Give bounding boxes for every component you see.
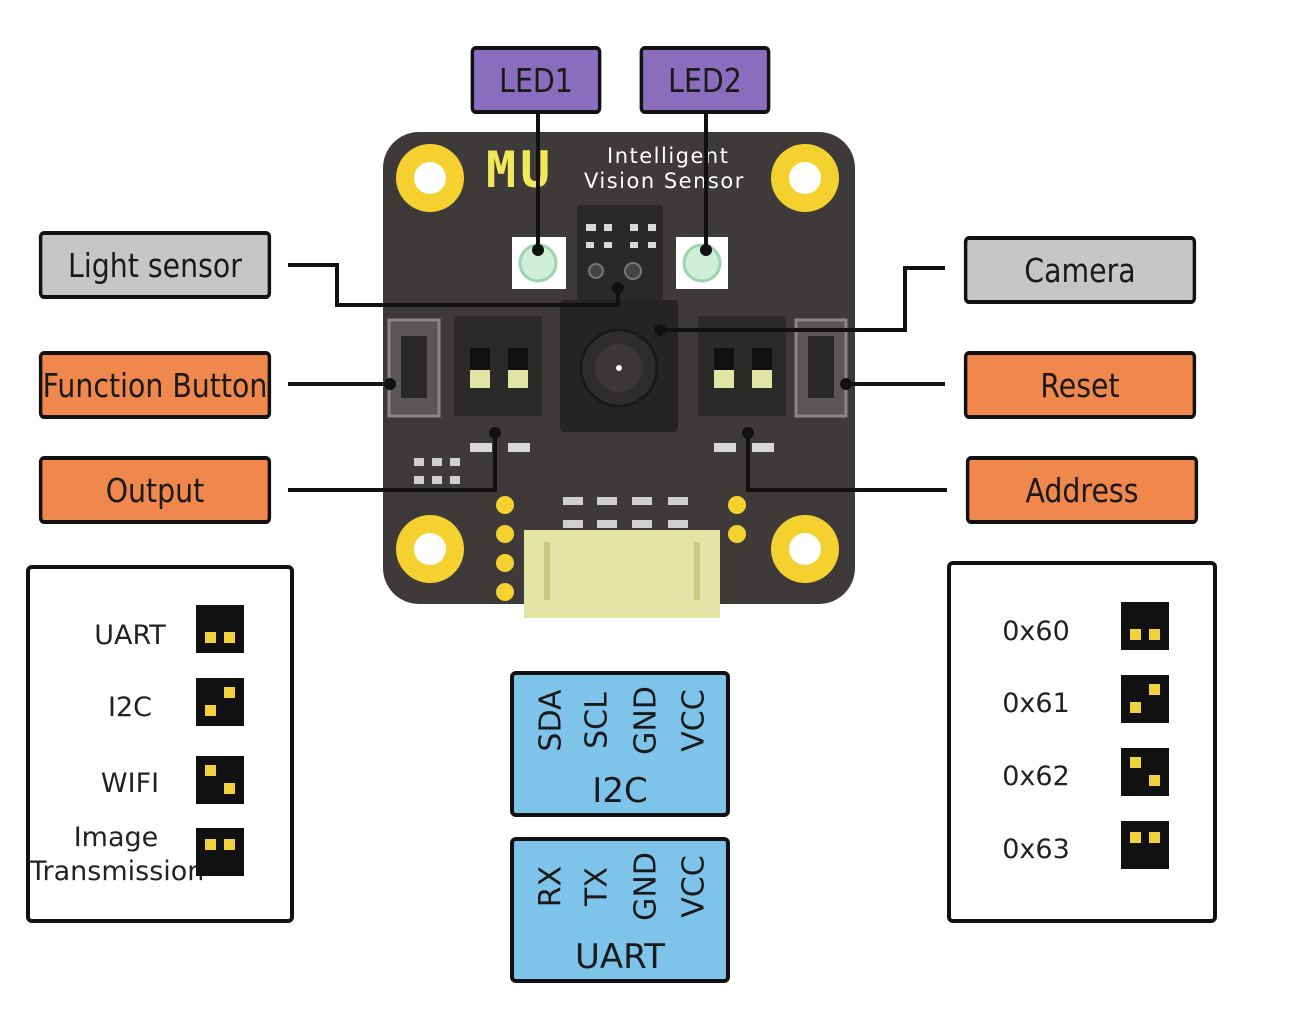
mounting-hole-icon <box>771 515 839 583</box>
output-mode-label: UART <box>94 620 166 651</box>
address-legend: 0x60 0x61 0x62 0x63 <box>947 561 1217 923</box>
leader-lines <box>288 113 947 492</box>
led1-icon <box>512 237 566 289</box>
mounting-hole-icon <box>396 144 464 212</box>
uart-title: UART <box>574 937 666 977</box>
reset-button-icon <box>794 318 848 418</box>
output-mode-label: Image Transmission <box>30 822 205 887</box>
light-sensor-label: Light sensor <box>38 231 272 299</box>
address-mode-label: 0x60 <box>1002 616 1070 647</box>
pin-label: RX <box>533 865 569 908</box>
board-brand-line2: Vision Sensor <box>584 169 745 193</box>
gold-pads <box>496 496 746 601</box>
address-mode-label: 0x62 <box>1002 761 1070 792</box>
output-switch-icon <box>454 316 542 452</box>
jumper-icon <box>196 678 244 726</box>
board-logo: MU <box>486 141 554 199</box>
jumper-icon <box>196 828 244 876</box>
jumper-icon <box>1121 821 1169 869</box>
uart-pinout: RX TX GND VCC UART <box>510 837 730 983</box>
reset-label: Reset <box>963 351 1197 419</box>
address-mode-label: 0x63 <box>1002 834 1070 865</box>
pin-label: SDA <box>533 689 569 752</box>
jumper-icon <box>1121 602 1169 650</box>
pin-label: VCC <box>676 689 712 752</box>
output-label: Output <box>38 456 272 524</box>
address-label: Address <box>965 456 1199 524</box>
output-mode-label: I2C <box>108 692 152 723</box>
jumper-icon <box>196 756 244 804</box>
pin-label: TX <box>579 867 615 906</box>
jumper-icon <box>1121 675 1169 723</box>
pin-label: GND <box>628 852 664 921</box>
address-mode-label: 0x61 <box>1002 688 1070 719</box>
jumper-icon <box>196 605 244 653</box>
led2-label: LED2 <box>639 46 771 114</box>
smd-pads <box>414 458 688 528</box>
function-button-icon <box>387 318 441 418</box>
light-sensor-chip <box>577 205 663 300</box>
camera-module <box>560 300 678 432</box>
mounting-hole-icon <box>771 144 839 212</box>
output-mode-legend: UART I2C WIFI Image Transmission <box>26 565 294 923</box>
i2c-title: I2C <box>592 771 648 811</box>
camera-label: Camera <box>963 236 1197 304</box>
output-mode-label: WIFI <box>100 768 160 799</box>
jumper-icon <box>1121 748 1169 796</box>
board-brand-line1: Intelligent <box>607 144 729 168</box>
mounting-hole-icon <box>396 515 464 583</box>
led2-icon <box>676 237 728 289</box>
i2c-pinout: SDA SCL GND VCC I2C <box>510 671 730 817</box>
led1-label: LED1 <box>470 46 602 114</box>
pin-label: SCL <box>579 692 615 749</box>
address-switch-icon <box>698 316 786 452</box>
connector-icon <box>524 530 720 618</box>
leader-dots <box>384 244 852 439</box>
function-button-label: Function Button <box>38 351 272 419</box>
pin-label: VCC <box>676 855 712 918</box>
pin-label: GND <box>628 686 664 755</box>
